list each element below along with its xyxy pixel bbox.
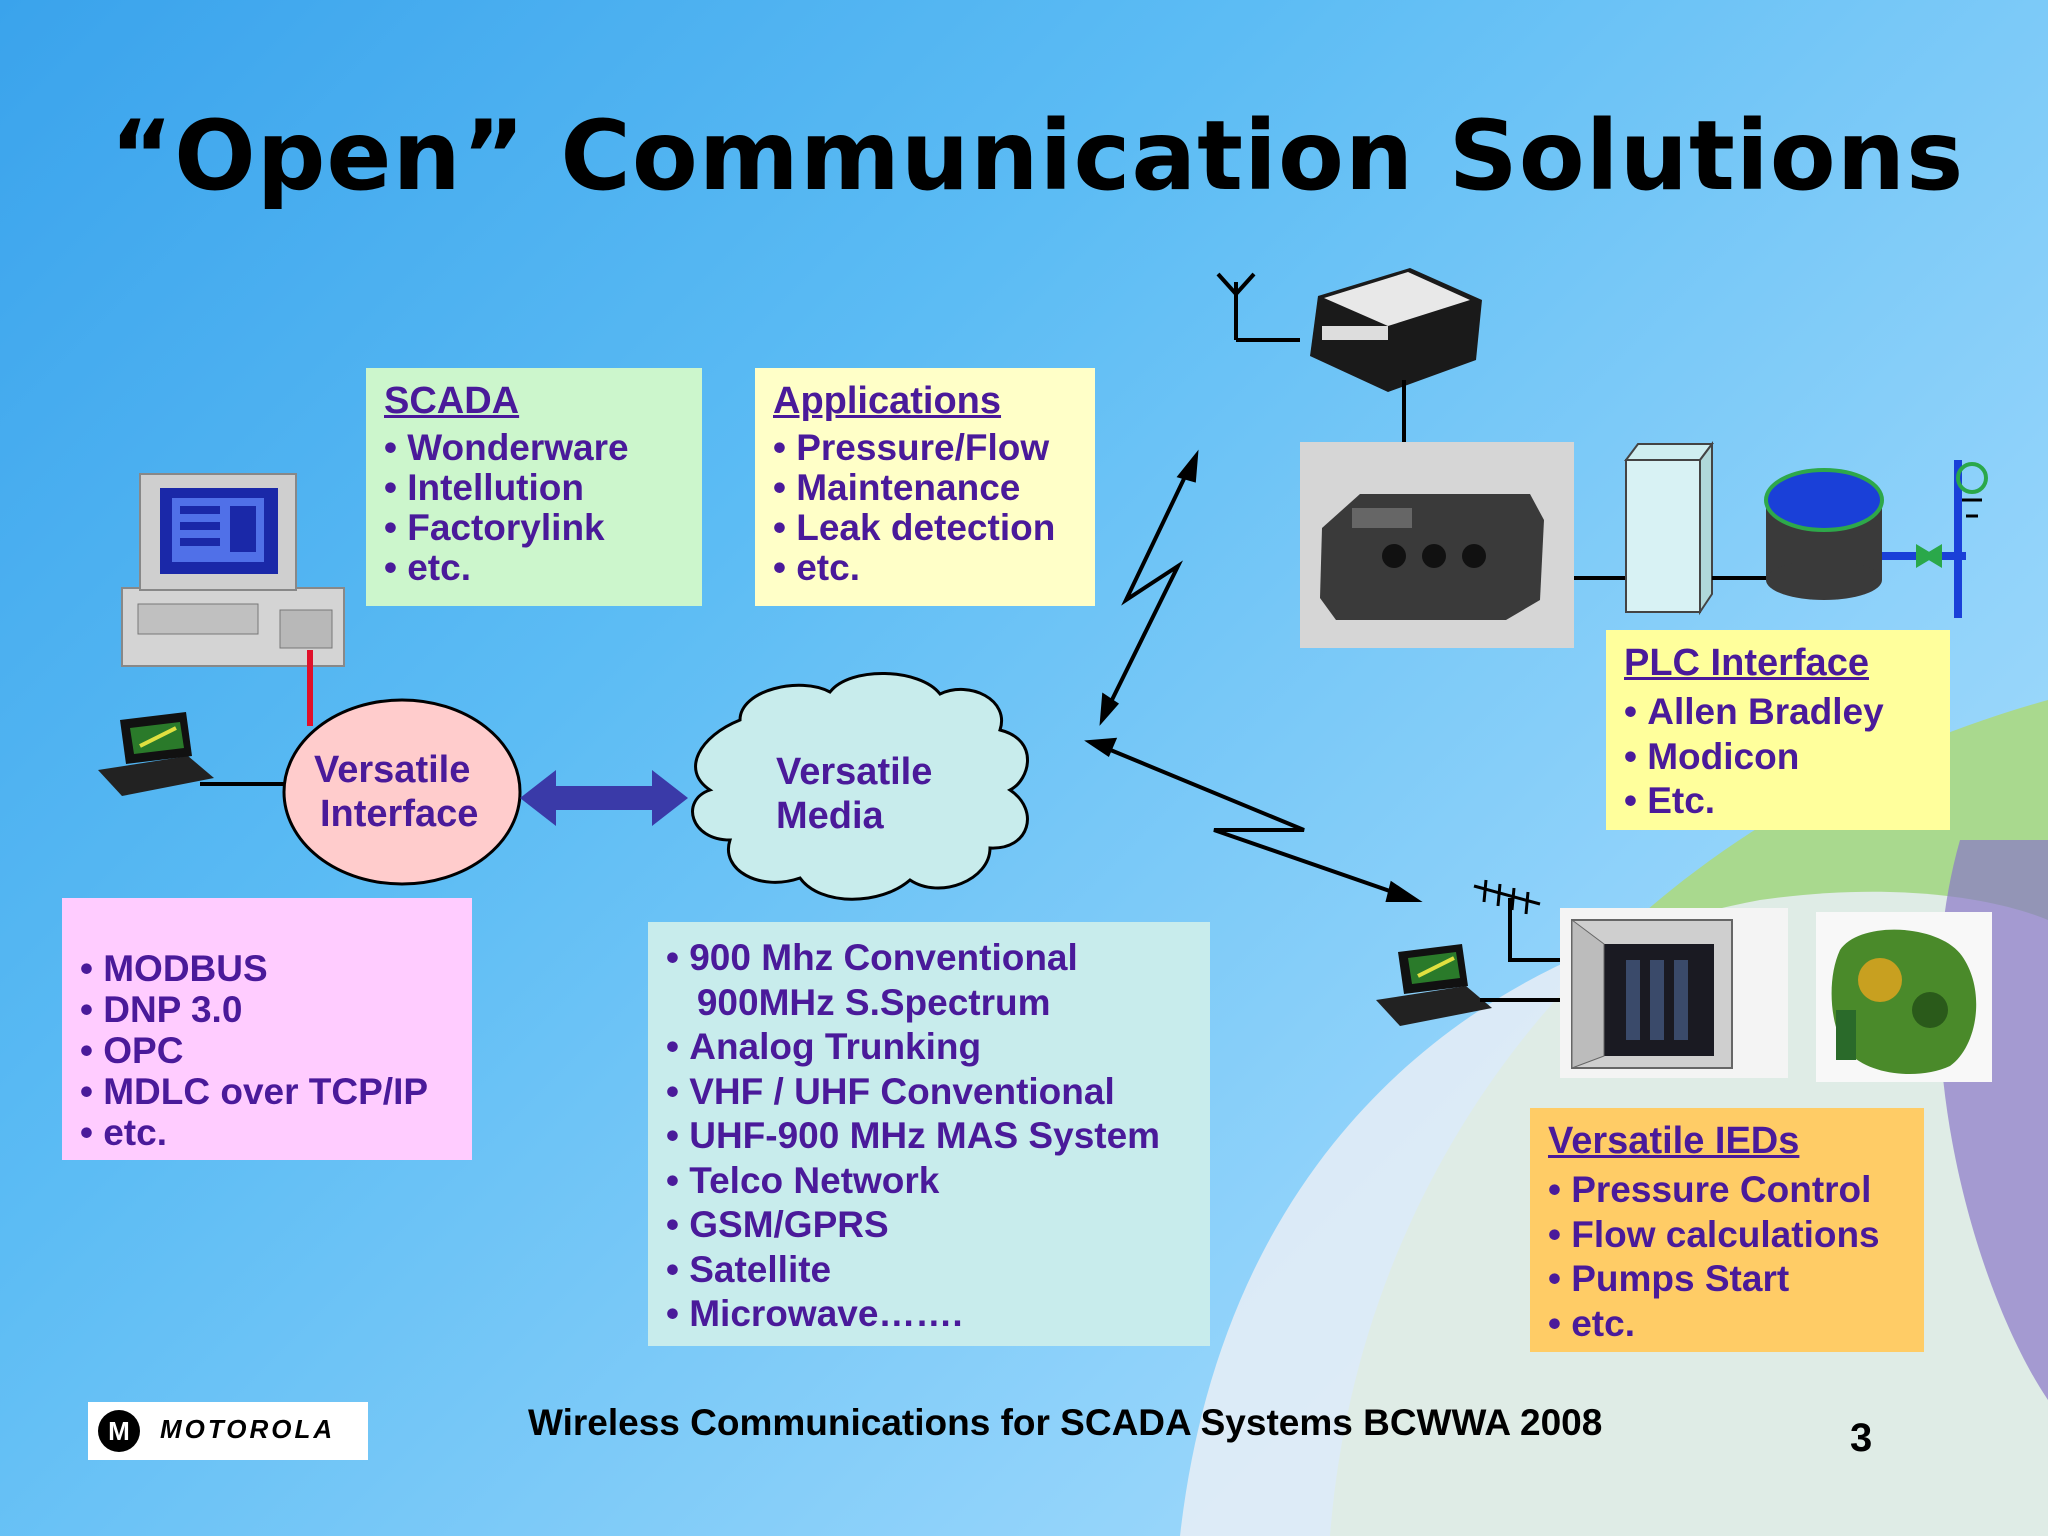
ieds-item: Flow calculations: [1548, 1213, 1906, 1258]
plc-item: Etc.: [1624, 779, 1932, 824]
page-number: 3: [1850, 1416, 1873, 1460]
control-valve-icon: [1831, 929, 1977, 1075]
interface-label-line1: Versatile: [314, 749, 471, 791]
wireless-link-down: [1084, 737, 1423, 902]
versatile-ieds-box: Versatile IEDs Pressure Control Flow cal…: [1530, 1108, 1924, 1352]
media-item: VHF / UHF Conventional: [666, 1070, 1192, 1115]
media-list: 900 Mhz Conventional 900MHz S.Spectrum A…: [666, 936, 1192, 1337]
computer-icon: [121, 473, 345, 667]
scada-item: etc.: [384, 548, 684, 588]
plc-interface-box: PLC Interface Allen Bradley Modicon Etc.: [1606, 630, 1950, 830]
scada-box: SCADA Wonderware Intellution Factorylink…: [366, 368, 702, 606]
rtu-icon: [1320, 494, 1544, 620]
applications-item: Maintenance: [773, 468, 1077, 508]
applications-item: Pressure/Flow: [773, 428, 1077, 468]
page-title: “Open” Communication Solutions: [110, 100, 1965, 212]
media-label-line1: Versatile: [776, 751, 933, 793]
media-item: 900MHz S.Spectrum: [696, 981, 1051, 1023]
ieds-list: Pressure Control Flow calculations Pumps…: [1548, 1168, 1906, 1346]
plc-item: Allen Bradley: [1624, 690, 1932, 735]
media-item: Telco Network: [666, 1159, 1192, 1204]
media-label-line2: Media: [776, 795, 884, 837]
media-item: 900 Mhz Conventional: [666, 936, 1192, 981]
antenna-icon-top: [1216, 272, 1300, 342]
cabinet-icon: [1624, 441, 1714, 616]
applications-header: Applications: [773, 380, 1002, 422]
media-list-box: 900 Mhz Conventional 900MHz S.Spectrum A…: [648, 922, 1210, 1346]
protocol-item: MDLC over TCP/IP: [80, 1071, 454, 1112]
enclosure-icon: [1571, 919, 1733, 1069]
wireless-link-up: [1099, 449, 1199, 726]
ieds-item: Pressure Control: [1548, 1168, 1906, 1213]
yagi-antenna-icon: [1473, 879, 1560, 962]
media-item: UHF-900 MHz MAS System: [666, 1114, 1192, 1159]
protocol-item: etc.: [80, 1112, 454, 1153]
media-item: Microwave…….: [666, 1292, 1192, 1337]
footer-text: Wireless Communications for SCADA System…: [528, 1402, 1603, 1443]
laptop-icon-right: [1376, 944, 1492, 1026]
scada-item: Factorylink: [384, 508, 684, 548]
laptop-icon-left: [98, 712, 214, 796]
radio-modem-icon: [1310, 268, 1482, 392]
protocol-item: MODBUS: [80, 948, 454, 989]
double-arrow: [520, 770, 688, 826]
valve-pipe-icon: [1882, 460, 1988, 618]
tank-icon: [1764, 468, 1884, 600]
versatile-interface-ellipse: [282, 698, 522, 886]
scada-header: SCADA: [384, 380, 520, 422]
plc-header: PLC Interface: [1624, 642, 1869, 684]
plc-list: Allen Bradley Modicon Etc.: [1624, 690, 1932, 824]
scada-item: Intellution: [384, 468, 684, 508]
interface-label-line2: Interface: [320, 793, 479, 835]
scada-list: Wonderware Intellution Factorylink etc.: [384, 428, 684, 588]
plc-item: Modicon: [1624, 735, 1932, 780]
applications-box: Applications Pressure/Flow Maintenance L…: [755, 368, 1095, 606]
motorola-logo: M MOTOROLA: [88, 1402, 368, 1460]
applications-item: Leak detection: [773, 508, 1077, 548]
ieds-item: etc.: [1548, 1302, 1906, 1347]
applications-list: Pressure/Flow Maintenance Leak detection…: [773, 428, 1077, 588]
applications-item: etc.: [773, 548, 1077, 588]
protocol-item: OPC: [80, 1030, 454, 1071]
protocols-list: MODBUS DNP 3.0 OPC MDLC over TCP/IP etc.: [80, 948, 454, 1153]
motorola-wordmark: MOTOROLA: [160, 1414, 336, 1444]
versatile-media-cloud: [691, 672, 1029, 901]
motorola-symbol-icon: M: [98, 1410, 140, 1452]
scada-item: Wonderware: [384, 428, 684, 468]
ieds-header: Versatile IEDs: [1548, 1120, 1800, 1162]
media-item: GSM/GPRS: [666, 1203, 1192, 1248]
media-item: Satellite: [666, 1248, 1192, 1293]
media-item: Analog Trunking: [666, 1025, 1192, 1070]
protocol-item: DNP 3.0: [80, 989, 454, 1030]
protocols-box: MODBUS DNP 3.0 OPC MDLC over TCP/IP etc.: [62, 898, 472, 1160]
ieds-item: Pumps Start: [1548, 1257, 1906, 1302]
